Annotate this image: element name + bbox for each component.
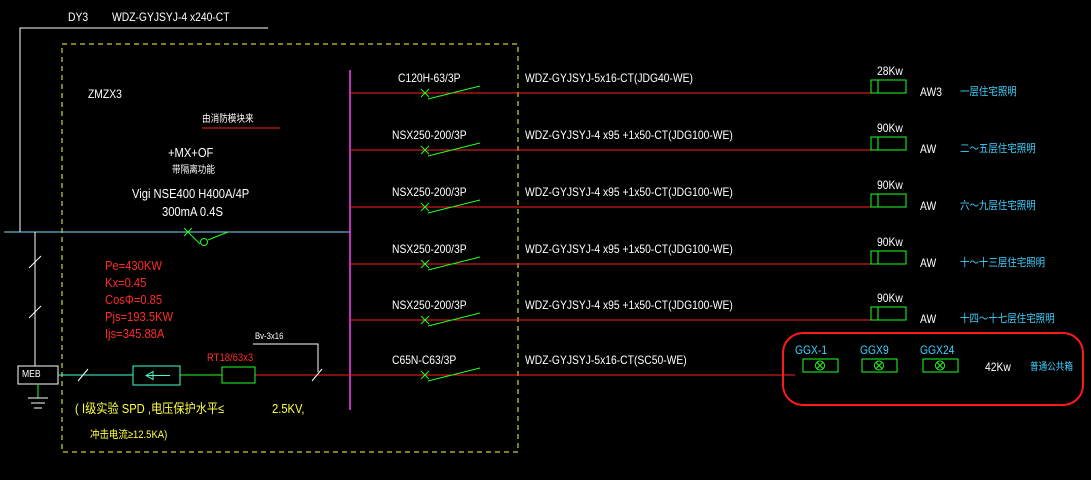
branch-circuit-public bbox=[255, 358, 959, 382]
calc-pjs: Pjs=193.5KW bbox=[105, 309, 174, 324]
branch-breaker-symbol bbox=[420, 142, 481, 157]
ground-icon bbox=[28, 384, 48, 409]
spd-circuit bbox=[17, 343, 323, 409]
fuse-label: RT18/63x3 bbox=[207, 352, 254, 364]
spd-switch-mark-2 bbox=[311, 368, 323, 382]
branch-breaker-label: NSX250-200/3P bbox=[392, 298, 467, 312]
highlight-circle bbox=[782, 332, 1084, 406]
load-box-symbol bbox=[870, 79, 907, 94]
branch-cable-label: WDZ-GYJSYJ-5x16-CT(JDG40-WE) bbox=[525, 71, 693, 85]
branch-breaker-symbol bbox=[420, 256, 481, 271]
calc-kx: Kx=0.45 bbox=[105, 275, 147, 290]
load-box-symbol bbox=[870, 136, 907, 151]
branch-box-label: AW bbox=[920, 142, 937, 156]
main-breaker-symbol bbox=[183, 227, 229, 246]
spd-note-line2: 冲击电流≥12.5KA) bbox=[90, 429, 168, 441]
branch-cable-label: WDZ-GYJSYJ-4 x95 +1x50-CT(JDG100-WE) bbox=[525, 185, 733, 199]
fuse-box bbox=[221, 366, 256, 384]
bv-wire-leader bbox=[253, 343, 319, 372]
main-breaker-leakage: 300mA 0.4S bbox=[162, 204, 223, 219]
public-box-label-2: GGX9 bbox=[860, 343, 889, 357]
panel-boundary bbox=[61, 43, 519, 453]
main-breaker-feature: 带隔离功能 bbox=[172, 165, 215, 176]
branch-breaker-symbol bbox=[420, 85, 481, 100]
branch-description: 六～九层住宅照明 bbox=[960, 200, 1036, 212]
branch-circuit-5 bbox=[350, 306, 907, 327]
load-box-symbol bbox=[870, 250, 907, 265]
branch-breaker-symbol bbox=[420, 312, 481, 327]
branch-breaker-label: NSX250-200/3P bbox=[392, 185, 467, 199]
branch-cable-label: WDZ-GYJSYJ-4 x95 +1x50-CT(JDG100-WE) bbox=[525, 128, 733, 142]
fire-module-source: 由消防模块来 bbox=[202, 114, 254, 125]
branch-cable-label: WDZ-GYJSYJ-4 x95 +1x50-CT(JDG100-WE) bbox=[525, 242, 733, 256]
bv-wire-label: Bv-3x16 bbox=[255, 331, 284, 341]
branch-breaker-label: NSX250-200/3P bbox=[392, 128, 467, 142]
branch-circuit-3 bbox=[350, 193, 907, 214]
branch-cable-label: WDZ-GYJSYJ-4 x95 +1x50-CT(JDG100-WE) bbox=[525, 298, 733, 312]
branch-circuit-2 bbox=[350, 136, 907, 157]
spd-switch-mark-2 bbox=[28, 305, 42, 319]
branch-power-label: 90Kw bbox=[877, 291, 903, 305]
feeder-id: DY3 bbox=[68, 10, 89, 24]
branch-power-label: 90Kw bbox=[877, 178, 903, 192]
branch-box-label: AW bbox=[920, 199, 937, 213]
public-power-label: 42Kw bbox=[985, 360, 1011, 374]
branch-breaker-symbol bbox=[420, 199, 481, 214]
branch-circuit-4 bbox=[350, 250, 907, 271]
branch-description: 十四～十七层住宅照明 bbox=[960, 313, 1055, 325]
branch-box-label: AW3 bbox=[920, 85, 942, 99]
meb-label: MEB bbox=[22, 369, 41, 380]
calc-pe: Pe=430KW bbox=[105, 258, 162, 273]
load-box-symbol bbox=[870, 306, 907, 321]
public-box-label-1: GGX-1 bbox=[795, 343, 828, 357]
branch-circuit-1 bbox=[350, 79, 907, 100]
branch-description: 一层住宅照明 bbox=[960, 86, 1017, 98]
spd-switch-mark-1 bbox=[28, 255, 42, 269]
calc-cos-phi: CosΦ=0.85 bbox=[105, 292, 163, 307]
public-box-symbol-3 bbox=[922, 358, 959, 373]
branch-breaker-symbol bbox=[420, 367, 481, 382]
panel-name: ZMZX3 bbox=[88, 87, 122, 101]
public-breaker-label: C65N-C63/3P bbox=[392, 353, 457, 367]
branch-breaker-label: NSX250-200/3P bbox=[392, 242, 467, 256]
public-cable-label: WDZ-GYJSYJ-5x16-CT(SC50-WE) bbox=[525, 353, 687, 367]
public-box-label-3: GGX24 bbox=[920, 343, 955, 357]
main-breaker-model: Vigi NSE400 H400A/4P bbox=[132, 186, 250, 201]
branch-description: 二～五层住宅照明 bbox=[960, 143, 1036, 155]
branch-power-label: 90Kw bbox=[877, 121, 903, 135]
public-box-symbol-2 bbox=[861, 358, 898, 373]
branch-description: 十～十三层住宅照明 bbox=[960, 257, 1046, 269]
spd-note-line1: ( Ⅰ级实验 SPD ,电压保护水平≤ bbox=[75, 401, 225, 416]
feeder-cable: WDZ-GYJSYJ-4 x240-CT bbox=[112, 10, 230, 24]
load-box-symbol bbox=[870, 193, 907, 208]
branch-power-label: 90Kw bbox=[877, 235, 903, 249]
spd-note-value: 2.5KV, bbox=[272, 401, 305, 416]
branch-box-label: AW bbox=[920, 312, 937, 326]
branch-breaker-label: C120H-63/3P bbox=[398, 71, 461, 85]
branch-power-label: 28Kw bbox=[877, 64, 903, 78]
public-description: 普通公共箱 bbox=[1030, 362, 1073, 373]
public-box-symbol-1 bbox=[802, 358, 839, 373]
incoming-feeder-line bbox=[19, 27, 268, 232]
main-breaker-accessories: +MX+OF bbox=[168, 145, 214, 160]
calc-ijs: Ijs=345.88A bbox=[105, 326, 165, 341]
spd-switch-mark bbox=[77, 368, 89, 382]
spd-arrow-icon bbox=[144, 370, 154, 381]
branch-box-label: AW bbox=[920, 256, 937, 270]
